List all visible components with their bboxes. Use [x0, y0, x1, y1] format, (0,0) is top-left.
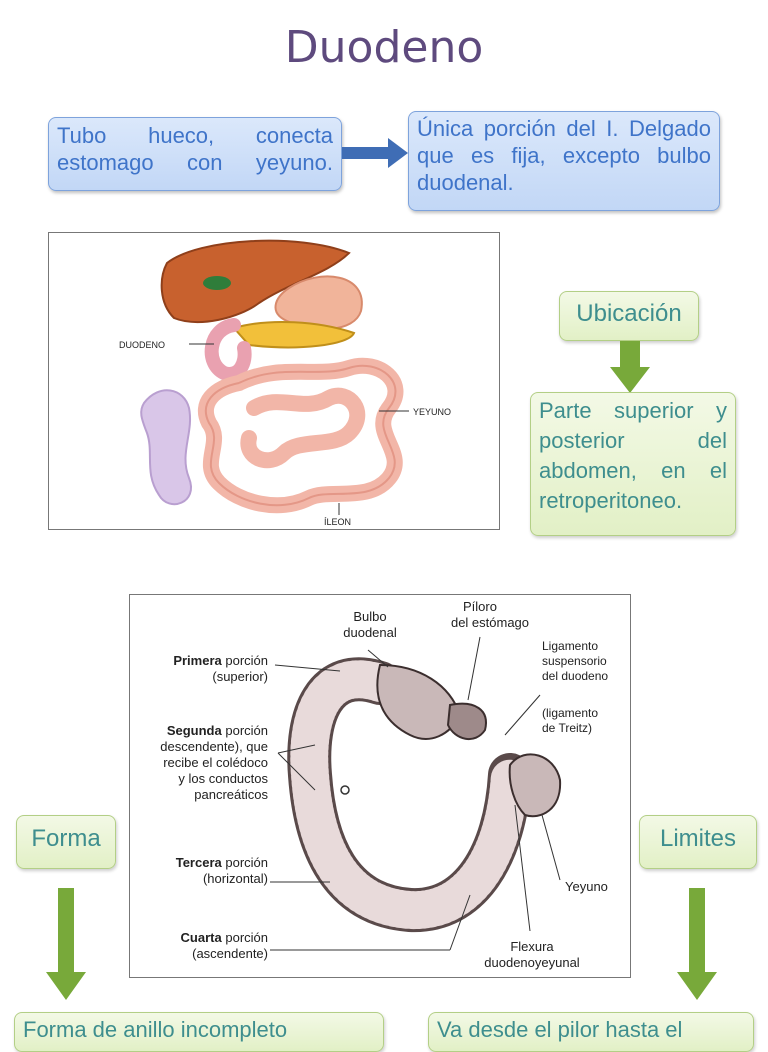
yeyuno-label-2: Yeyuno	[565, 879, 608, 894]
segunda-label: Segunda porción	[167, 723, 268, 738]
small-intestine-illustration: DUODENO YEYUNO ÍLEON	[48, 232, 500, 530]
location-text: Parte superior y posterior del abdomen, …	[539, 398, 727, 513]
ligamento-label-2: suspensorio	[542, 654, 607, 668]
fixed-portion-box: Única porción del I. Delgado que es fija…	[408, 111, 720, 211]
duodenum-anatomy-figure: Bulbo duodenal Píloro del estómago Ligam…	[129, 594, 631, 978]
limites-text: Va desde el pilor hasta el	[437, 1017, 683, 1042]
arrow-down-icon	[46, 888, 86, 1000]
forma-text-box: Forma de anillo incompleto	[14, 1012, 384, 1052]
flexura-label-1: Flexura	[510, 939, 554, 954]
arrow-right-icon	[342, 138, 408, 168]
page-title: Duodeno	[284, 22, 484, 73]
forma-heading-box: Forma	[16, 815, 116, 869]
location-box: Parte superior y posterior del abdomen, …	[530, 392, 736, 536]
limites-heading-box: Limites	[639, 815, 757, 869]
arrow-down-icon	[610, 341, 650, 393]
yeyuno-label: YEYUNO	[413, 407, 451, 417]
bulbo-label-2: duodenal	[343, 625, 397, 640]
segunda-line-4: pancreáticos	[194, 787, 268, 802]
piloro-label-1: Píloro	[463, 599, 497, 614]
limites-heading: Limites	[659, 825, 737, 852]
flexura-label-2: duodenoyeyunal	[484, 955, 580, 970]
ligamento-label-3: del duodeno	[542, 669, 608, 683]
location-heading-box: Ubicación	[559, 291, 699, 341]
segunda-line-3: y los conductos	[178, 771, 268, 786]
duodeno-label: DUODENO	[119, 340, 165, 350]
definition-text: Tubo hueco, conecta estomago con yeyuno.	[57, 123, 333, 175]
segunda-line-2: recibe el colédoco	[163, 755, 268, 770]
tercera-label: Tercera porción	[176, 855, 268, 870]
ligamento-label-1: Ligamento	[542, 639, 598, 653]
treitz-label-2: de Treitz)	[542, 721, 592, 735]
ileon-label: ÍLEON	[324, 517, 351, 527]
forma-text: Forma de anillo incompleto	[23, 1017, 288, 1042]
location-heading: Ubicación	[576, 300, 682, 327]
cuarta-sub-label: (ascendente)	[192, 946, 268, 961]
limites-text-box: Va desde el pilor hasta el	[428, 1012, 754, 1052]
primera-label: Primera porción	[173, 653, 268, 668]
fixed-portion-text: Única porción del I. Delgado que es fija…	[417, 116, 711, 195]
tercera-sub-label: (horizontal)	[203, 871, 268, 886]
forma-heading: Forma	[31, 825, 101, 852]
piloro-label-2: del estómago	[451, 615, 529, 630]
segunda-line-1: descendente), que	[160, 739, 268, 754]
definition-box: Tubo hueco, conecta estomago con yeyuno.	[48, 117, 342, 191]
arrow-down-icon	[677, 888, 717, 1000]
treitz-label-1: (ligamento	[542, 706, 598, 720]
cuarta-label: Cuarta porción	[181, 930, 268, 945]
primera-sub-label: (superior)	[212, 669, 268, 684]
bulbo-label-1: Bulbo	[353, 609, 386, 624]
